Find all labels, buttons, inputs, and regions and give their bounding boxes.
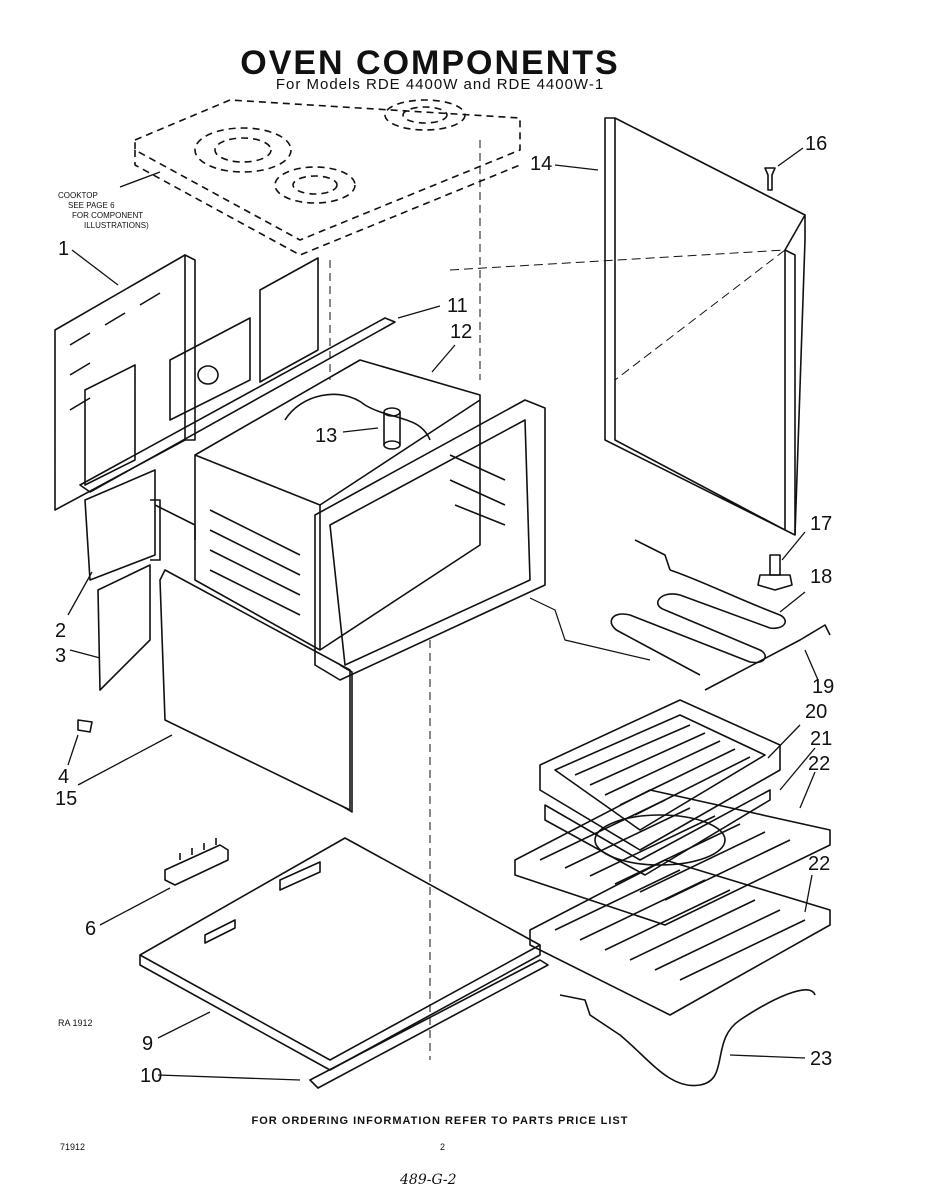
page-title: OVEN COMPONENTS xyxy=(240,44,620,82)
callout-22-lower: 22 xyxy=(808,853,830,875)
callout-15: 15 xyxy=(55,788,77,810)
callout-23: 23 xyxy=(810,1048,832,1070)
leader-lines xyxy=(67,147,819,1081)
callout-labels: 1 2 3 4 15 6 9 10 11 12 13 14 16 17 18 1… xyxy=(55,133,834,1087)
cooktop-note-line4: ILLUSTRATIONS) xyxy=(84,221,149,230)
temperature-sensor xyxy=(559,989,816,1087)
oven-light-post xyxy=(383,407,401,450)
page-subtitle: For Models RDE 4400W and RDE 4400W-1 xyxy=(275,76,605,93)
oven-rack-lower xyxy=(529,859,831,1016)
drawing-code: 71912 xyxy=(60,1142,86,1152)
bake-element xyxy=(610,539,786,676)
ordering-note: FOR ORDERING INFORMATION REFER TO PARTS … xyxy=(251,1115,629,1127)
callout-18: 18 xyxy=(810,566,832,588)
callout-11: 11 xyxy=(447,295,468,317)
callout-6: 6 xyxy=(85,918,96,940)
callout-22-upper: 22 xyxy=(808,753,830,775)
cooktop-outline xyxy=(134,99,521,256)
door-panel xyxy=(159,569,353,813)
broiler-pan xyxy=(539,699,781,876)
callout-21: 21 xyxy=(810,728,832,750)
screw xyxy=(764,167,776,191)
cooktop-note-line1: COOKTOP xyxy=(58,191,98,200)
broil-element-lead xyxy=(704,624,831,691)
leveling-leg xyxy=(757,554,793,591)
oven-cavity xyxy=(194,359,546,681)
side-panel xyxy=(449,117,806,536)
callout-2: 2 xyxy=(55,620,66,642)
ra-code: RA 1912 xyxy=(58,1018,93,1028)
callout-12: 12 xyxy=(450,321,472,343)
callout-17: 17 xyxy=(810,513,832,535)
top-rail xyxy=(79,317,396,493)
front-strip xyxy=(309,959,549,1089)
clip xyxy=(77,719,93,733)
rear-panel xyxy=(54,254,319,511)
callout-16: 16 xyxy=(805,133,827,155)
oven-rack-upper xyxy=(514,789,831,926)
callout-9: 9 xyxy=(142,1033,153,1055)
callout-20: 20 xyxy=(805,701,827,723)
callout-10: 10 xyxy=(140,1065,162,1087)
callout-13: 13 xyxy=(315,425,337,447)
terminal-block xyxy=(164,838,229,886)
cooktop-note-line3: FOR COMPONENT xyxy=(72,211,143,220)
callout-19: 19 xyxy=(812,676,834,698)
callout-1: 1 xyxy=(58,238,69,260)
cooktop-note: COOKTOP SEE PAGE 6 FOR COMPONENT ILLUSTR… xyxy=(58,191,149,230)
side-bracket xyxy=(84,469,196,691)
callout-14: 14 xyxy=(530,153,552,175)
page-number: 2 xyxy=(440,1142,446,1152)
callout-3: 3 xyxy=(55,645,66,667)
cooktop-note-line2: SEE PAGE 6 xyxy=(68,201,115,210)
callout-4: 4 xyxy=(58,766,69,788)
handwritten-note: 489-G-2 xyxy=(400,1172,457,1188)
